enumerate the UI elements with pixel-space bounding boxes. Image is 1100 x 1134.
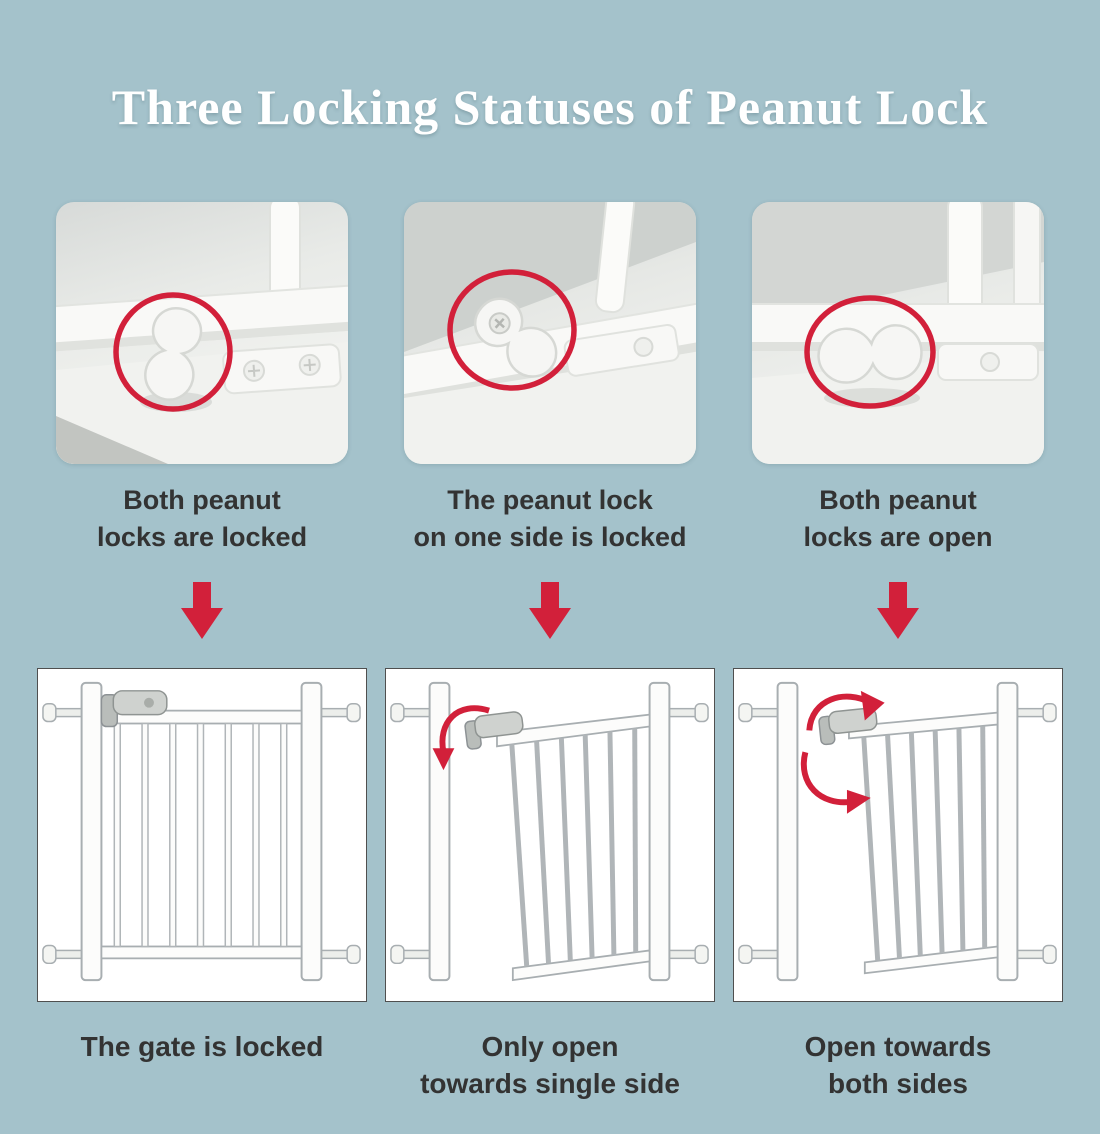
down-arrow-icon (181, 581, 223, 639)
red-circle-annotation (113, 291, 233, 412)
caption-line-2: towards single side (420, 1067, 680, 1099)
down-arrow-icon (529, 581, 571, 639)
caption-line-1: Open towards (804, 1030, 992, 1062)
gate-post (947, 201, 983, 321)
peanut-lock-icon (817, 323, 923, 384)
caption-single-open: Only open towards single side (420, 1028, 680, 1102)
right-post (648, 681, 671, 981)
left-post (776, 681, 799, 981)
page-title: Three Locking Statuses of Peanut Lock (111, 78, 989, 135)
door-bars (509, 727, 639, 966)
door-bottom-rail (100, 945, 303, 959)
swing-arrow-up-icon (806, 690, 885, 731)
columns-grid: Both peanut locks are locked (0, 201, 1100, 1102)
gate-handle (100, 689, 168, 727)
lock-photo-locked-illustration (56, 201, 348, 464)
gate-post (594, 201, 636, 313)
column-both-open: Both peanut locks are open (733, 201, 1063, 1102)
gate-closed-panel (37, 667, 367, 1002)
photo-one-side-locked (404, 201, 696, 464)
peanut-lock-icon (473, 297, 558, 378)
swung-door (818, 706, 999, 974)
status-text-both-locked: Both peanut locks are locked (97, 482, 307, 560)
column-both-locked: Both peanut locks are locked (37, 201, 367, 1102)
column-one-side-locked: The peanut lock on one side is locked (385, 201, 715, 1102)
caption-line-1: The gate is locked (80, 1030, 324, 1062)
peanut-lock-infographic: Three Locking Statuses of Peanut Lock (0, 34, 1100, 1134)
caption-line-2: both sides (827, 1067, 968, 1099)
photo-both-locks-locked (56, 201, 348, 464)
caption-both-open: Open towards both sides (805, 1028, 992, 1102)
gate-single-open-illustration (390, 681, 709, 981)
status-line-1: The peanut lock (447, 484, 653, 515)
right-post (996, 681, 1019, 981)
status-line-1: Both peanut (123, 484, 281, 515)
gate-handle (464, 710, 524, 750)
peanut-lock-icon (144, 306, 203, 401)
caption-gate-locked: The gate is locked (81, 1028, 324, 1102)
status-line-1: Both peanut (819, 484, 977, 515)
status-line-2: locks are open (803, 521, 993, 552)
status-text-both-open: Both peanut locks are open (803, 482, 992, 560)
right-post (300, 681, 323, 981)
latch-base-plate (222, 342, 342, 394)
gate-post-far (1013, 201, 1041, 315)
left-post (80, 681, 103, 981)
status-line-2: on one side is locked (413, 521, 687, 552)
door-bars (861, 725, 988, 960)
lock-photo-one-side-illustration (404, 201, 696, 464)
red-circle-annotation (804, 294, 936, 409)
swing-arrow-icon (432, 704, 490, 770)
gate-rail (56, 283, 348, 352)
down-arrow-icon (877, 581, 919, 639)
red-circle-annotation (447, 268, 577, 391)
photo-both-locks-open (752, 201, 1044, 464)
gate-both-open-illustration (738, 681, 1057, 981)
lock-photo-open-illustration (752, 201, 1044, 464)
status-line-2: locks are locked (96, 521, 308, 552)
latch-base-plate (563, 323, 680, 377)
swing-arrow-down-icon (800, 751, 871, 814)
door-bars (113, 722, 288, 947)
gate-both-open-panel (733, 667, 1063, 1002)
swung-door (464, 710, 651, 981)
gate-single-open-panel (385, 667, 715, 1002)
gate-closed-illustration (42, 681, 361, 981)
status-text-one-side: The peanut lock on one side is locked (413, 482, 686, 560)
latch-base-plate (937, 342, 1039, 381)
caption-line-1: Only open (481, 1030, 619, 1062)
